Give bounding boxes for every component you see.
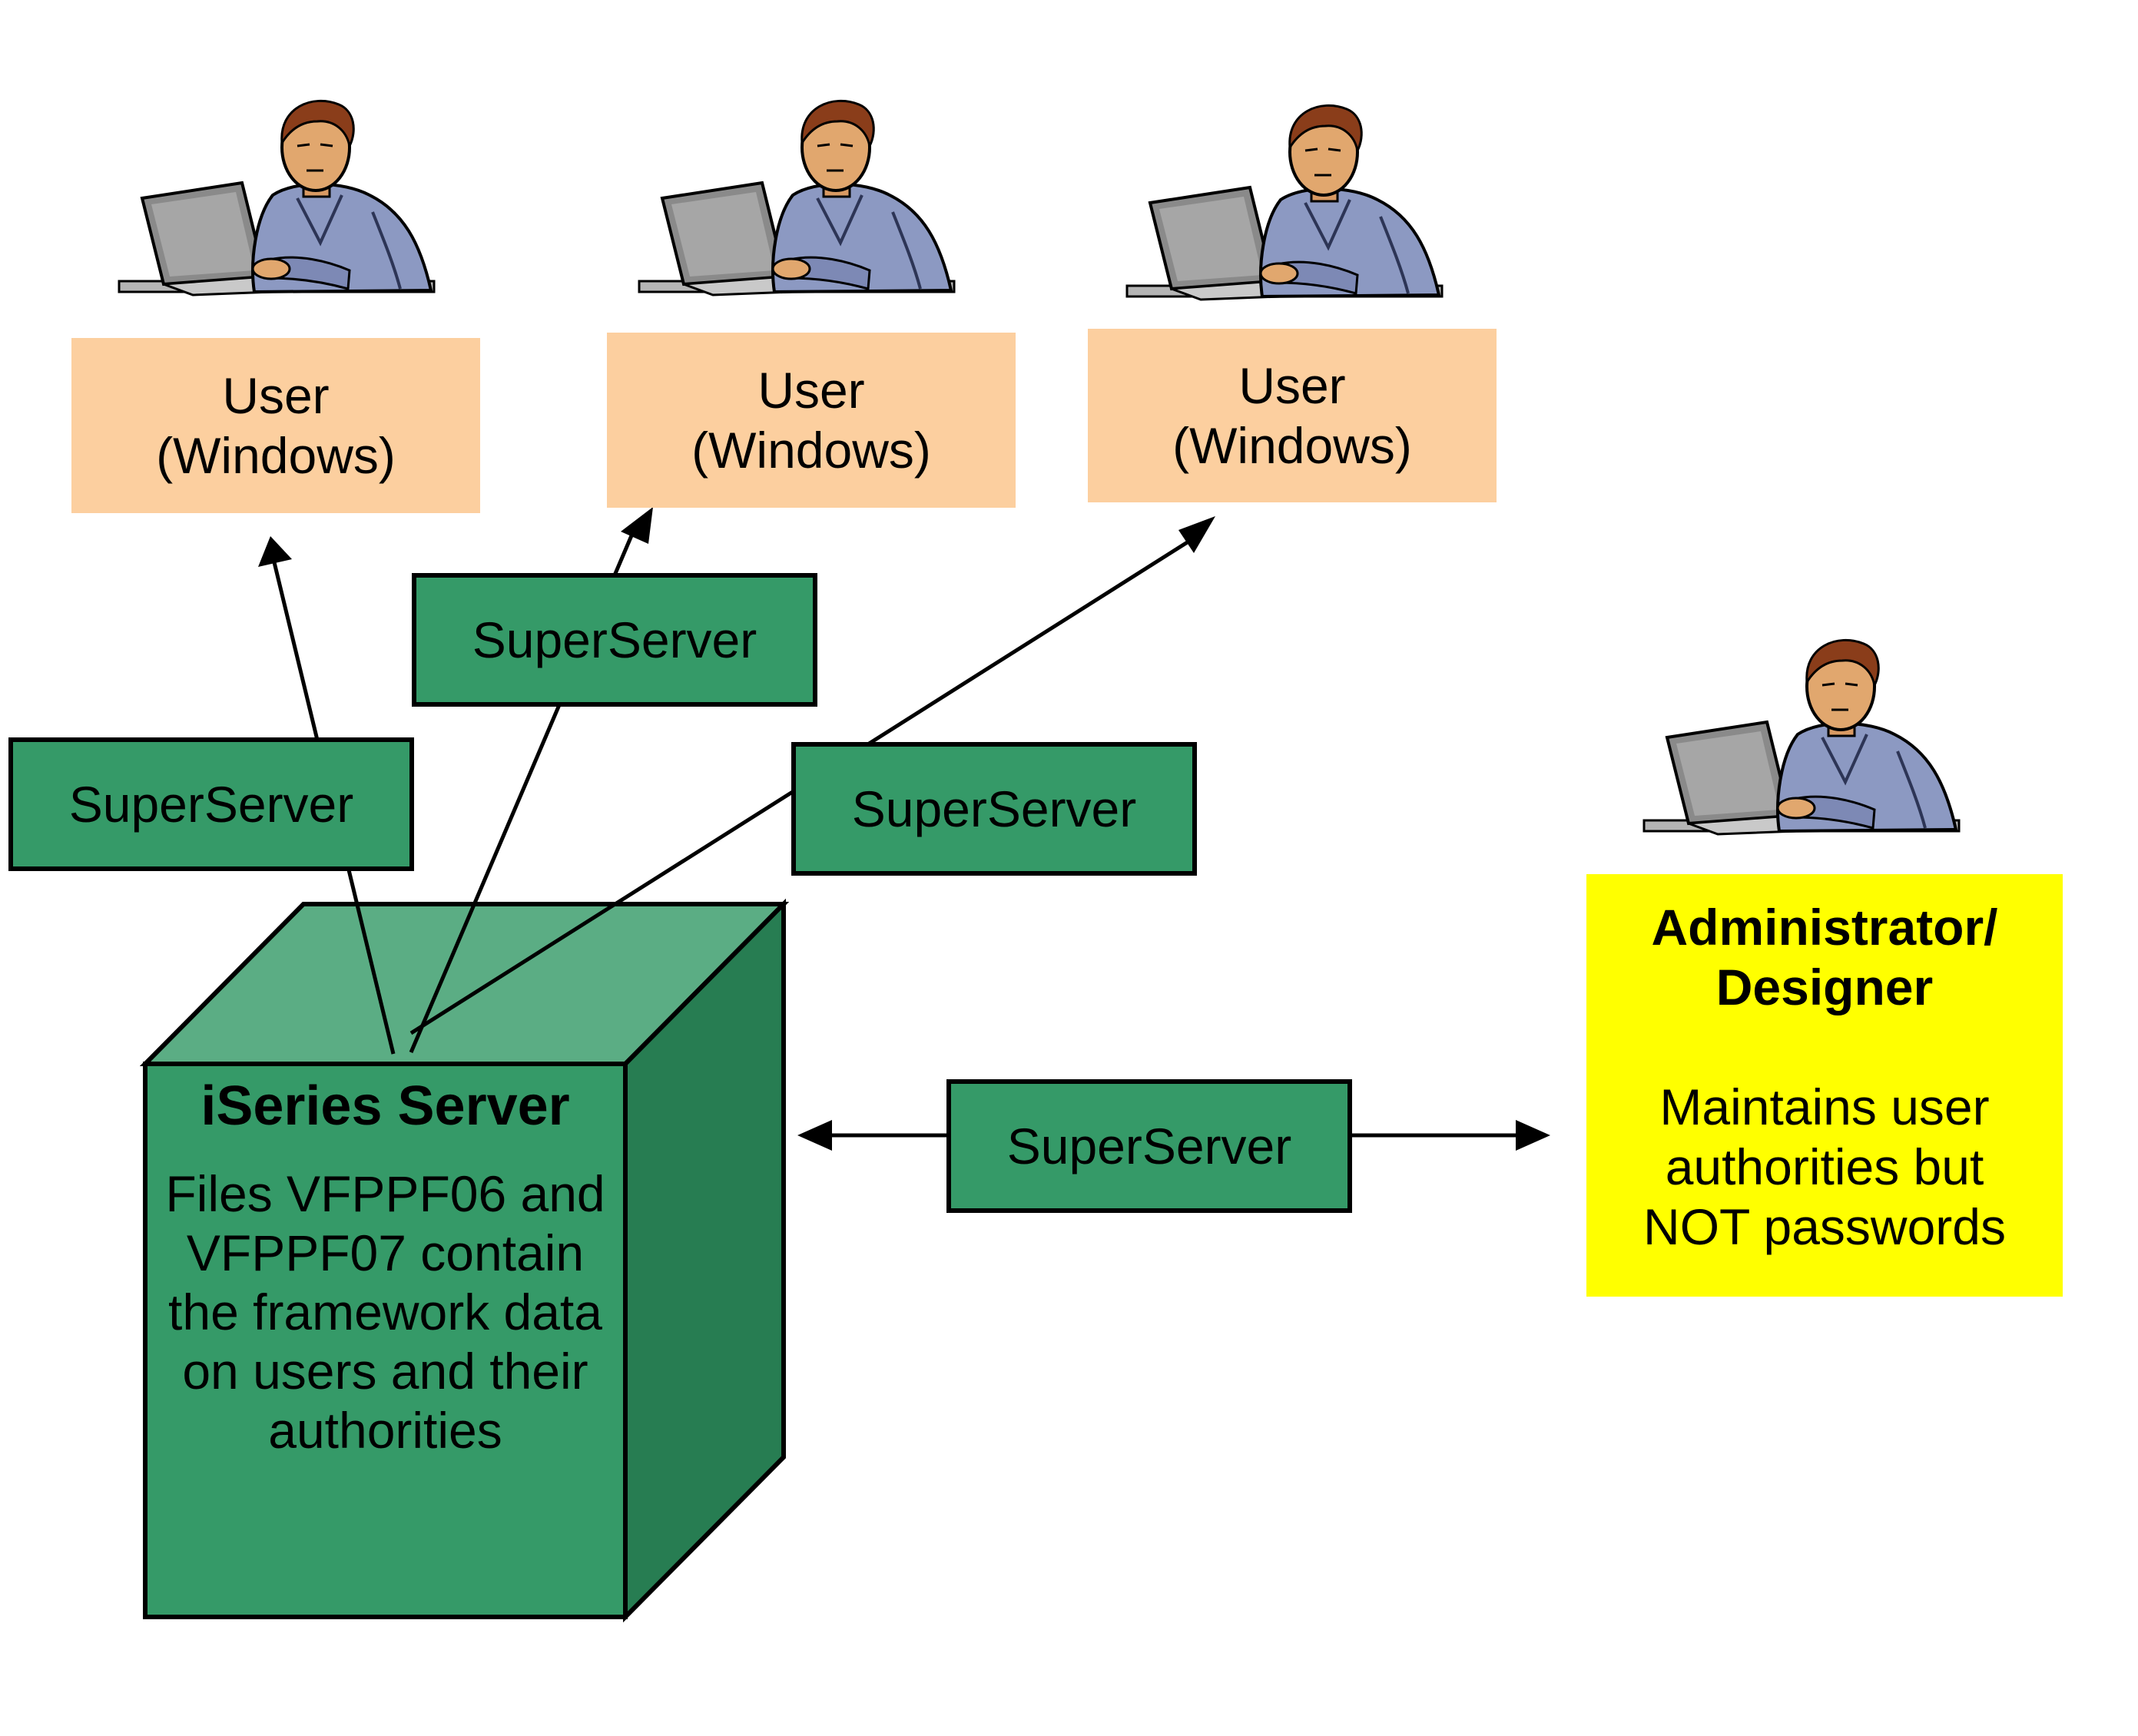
- person-at-laptop-icon: [638, 99, 956, 297]
- server-cube-front: [143, 1062, 628, 1619]
- admin-description: Maintains user authorities but NOT passw…: [1643, 1077, 2006, 1257]
- user-os-label: (Windows): [1172, 417, 1412, 474]
- iseries-server-cube: [139, 898, 790, 1623]
- server-title: iSeries Server: [201, 1075, 570, 1137]
- admin-title-line: Designer: [1715, 959, 1934, 1015]
- user-label: User: [222, 367, 330, 424]
- admin-description-line: authorities but: [1665, 1138, 1984, 1195]
- user-box: User (Windows): [607, 333, 1016, 508]
- user-box: User (Windows): [71, 338, 480, 513]
- iseries-server-label: iSeries Server Files VFPPF06 and VFPPF07…: [150, 1075, 621, 1460]
- arrowhead-user-2: [621, 507, 653, 544]
- server-description-line: authorities: [268, 1402, 502, 1459]
- user-label: User: [757, 362, 865, 419]
- arrowhead-user-3: [1178, 516, 1215, 553]
- superserver-label: SuperServer: [1006, 1118, 1292, 1174]
- superserver-box: SuperServer: [412, 573, 817, 707]
- user-os-label: (Windows): [691, 422, 931, 479]
- user-label: User: [1238, 357, 1346, 414]
- admin-description-line: NOT passwords: [1643, 1198, 2006, 1255]
- admin-title: Administrator/ Designer: [1651, 897, 1997, 1017]
- server-description: Files VFPPF06 and VFPPF07 contain the fr…: [150, 1165, 621, 1460]
- admin-title-line: Administrator/: [1651, 899, 1998, 956]
- superserver-label: SuperServer: [68, 776, 354, 833]
- admin-description-line: Maintains user: [1659, 1078, 1990, 1135]
- superserver-box: SuperServer: [791, 742, 1197, 876]
- person-at-laptop-icon: [118, 99, 436, 297]
- person-at-laptop-icon: [1642, 638, 1961, 836]
- administrator-designer-box: Administrator/ Designer Maintains user a…: [1586, 874, 2063, 1297]
- arrowhead-admin: [1516, 1120, 1550, 1151]
- superserver-label: SuperServer: [472, 611, 757, 668]
- server-description-line: Files VFPPF06 and: [165, 1165, 605, 1222]
- arrowhead-user-1: [258, 536, 292, 567]
- user-os-label: (Windows): [156, 427, 396, 484]
- server-description-line: VFPPF07 contain: [186, 1224, 585, 1281]
- superserver-label: SuperServer: [851, 780, 1137, 837]
- server-description-line: the framework data: [168, 1284, 602, 1340]
- superserver-box: SuperServer: [8, 737, 414, 871]
- person-at-laptop-icon: [1125, 104, 1444, 301]
- server-description-line: on users and their: [182, 1343, 588, 1400]
- user-box: User (Windows): [1088, 329, 1497, 502]
- arrowhead-server: [797, 1120, 832, 1151]
- superserver-box: SuperServer: [946, 1079, 1352, 1213]
- arrowheads: [258, 507, 1550, 1151]
